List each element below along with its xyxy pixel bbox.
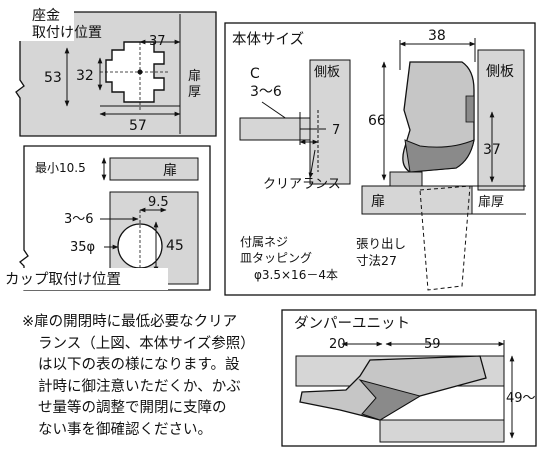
side-plate-right-label: 側板 [486, 64, 514, 80]
dim-37: 37 [483, 142, 501, 158]
body-title-backdrop [228, 28, 324, 50]
damper-title: ダンパーユニット [294, 315, 410, 332]
damper-arm-shadow [358, 379, 422, 421]
cup-dim-95: 9.5 [148, 195, 169, 210]
cup-min-label: 最小10.5 [35, 161, 86, 175]
cup-dim-45: 45 [166, 238, 184, 254]
damper-title-backdrop [288, 312, 424, 334]
body-door [361, 185, 473, 215]
cup-position-panel: 最小10.5 扉 9.5 3～6 35φ 45 カップ取付け位置 [2, 145, 211, 291]
dim-66: 66 [368, 113, 386, 129]
right-side-plate [477, 49, 525, 191]
side-plate-left-label: 側板 [314, 65, 340, 80]
body-size-panel: 本体サイズ 側板 C 3～6 7 クリアランス 38 側板 66 37 扉 [224, 22, 536, 296]
screw-line2: 皿タッピング [240, 251, 312, 265]
dim-7: 7 [332, 123, 340, 138]
note-line-6: ない事を御確認ください。 [38, 421, 212, 438]
protrusion-line1: 張り出し [356, 236, 406, 251]
note-line-2: ランス（上図、本体サイズ参照） [38, 335, 255, 352]
damper-door [379, 419, 505, 443]
note-line-1: ※扉の開閉時に最低必要なクリア [22, 314, 238, 330]
note-line-3: は以下の表の様になります。設 [38, 357, 240, 373]
left-side-plate [309, 59, 351, 185]
damper-arm [299, 355, 487, 421]
cup-title-backdrop [2, 268, 168, 290]
door-swing-outline [419, 185, 471, 291]
screw-line3: φ3.5×16－4本 [254, 268, 338, 282]
clearance-note: ※扉の開閉時に最低必要なクリア ランス（上図、本体サイズ参照） は以下の表の様に… [22, 312, 272, 441]
mount-door-thickness-1: 扉 [188, 68, 201, 84]
mount-title-line1: 座金 [32, 8, 60, 24]
dim-38: 38 [428, 28, 446, 44]
dim-20: 20 [329, 337, 346, 352]
clearance-arrow [308, 149, 316, 179]
body-door-label: 扉 [371, 194, 385, 210]
dim-49: 49～ [506, 391, 536, 406]
mount-dim-height-outer: 53 [44, 70, 62, 86]
body-door-thickness: 扉厚 [478, 194, 504, 210]
hinge-cup [389, 171, 423, 187]
note-line-4: 計時に御注意いただくか、かぶ [38, 378, 241, 395]
dim-59: 59 [424, 337, 441, 352]
c-label: C [250, 66, 260, 82]
cup-door-top [109, 157, 199, 181]
hinge-plate-screw [465, 95, 475, 123]
mount-door-thickness-2: 厚 [188, 85, 201, 100]
body-title: 本体サイズ [232, 31, 304, 48]
mount-dim-width: 37 [149, 34, 166, 49]
mount-dim-height-inner: 32 [76, 68, 94, 84]
damper-panel: ダンパーユニット 20 59 49～ [281, 309, 537, 447]
mount-center-point [137, 69, 143, 75]
c-range: 3～6 [250, 84, 282, 100]
hinge-arm-shadow [404, 139, 475, 173]
mount-position-panel: 座金 取付け位置 37 53 32 57 扉 厚 [4, 5, 217, 137]
clearance-label: クリアランス [263, 177, 341, 192]
mount-title-line2: 取付け位置 [32, 25, 102, 41]
note-line-5: せ量等の調整で開閉に支障の [38, 400, 227, 416]
protrusion-line2: 寸法27 [356, 253, 397, 268]
mount-dim-bottom: 57 [129, 118, 147, 134]
mount-title-backdrop [4, 5, 74, 41]
cup-range: 3～6 [64, 212, 94, 227]
screw-line1: 付属ネジ [240, 235, 288, 249]
cup-door-label: 扉 [163, 163, 177, 179]
cup-diameter: 35φ [70, 240, 95, 255]
cup-title: カップ取付け位置 [5, 271, 121, 288]
